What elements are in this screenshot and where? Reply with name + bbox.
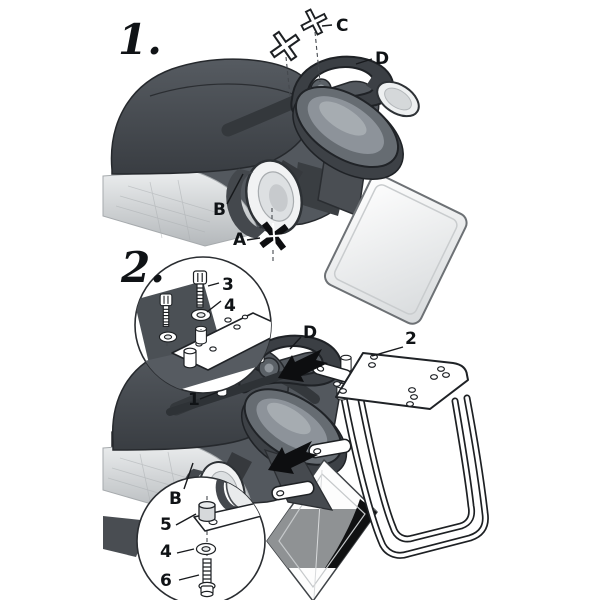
label-a: A — [233, 230, 247, 250]
label-part4-lower: 4 — [160, 542, 172, 562]
leader-d2 — [289, 336, 302, 350]
leader-3 — [207, 282, 220, 287]
license-plate — [323, 174, 468, 325]
front-left-turn-signal — [226, 159, 303, 239]
leader-b2 — [183, 462, 194, 490]
washer-4-icon — [195, 542, 217, 556]
tail-light — [292, 85, 404, 180]
step2-number: 2. — [120, 243, 165, 292]
leader-4-upper — [206, 300, 222, 313]
alignment-dashes-c — [314, 31, 321, 83]
washer-4-icon — [158, 331, 178, 343]
label-part1: 1 — [188, 390, 200, 410]
step2-illustration: 3 4 — [102, 243, 489, 600]
seat-seam — [149, 83, 299, 97]
screw-marker-top-icon — [269, 30, 301, 62]
screw-marker-c-icon — [299, 7, 329, 37]
leader-6 — [178, 574, 200, 581]
rack-tube-frame — [340, 394, 489, 559]
spacer-post — [183, 347, 197, 369]
detail-view-top: 3 4 — [134, 256, 272, 394]
panel-grid-texture — [115, 179, 216, 241]
label-b1: B — [213, 200, 226, 220]
leader-1 — [199, 391, 219, 400]
leader-b1 — [226, 173, 244, 205]
label-part5: 5 — [160, 515, 172, 535]
label-part4-upper: 4 — [224, 296, 236, 316]
label-part3: 3 — [222, 275, 234, 295]
label-part6: 6 — [160, 571, 172, 591]
leader-a — [246, 237, 261, 241]
fitting-bar-part1 — [166, 369, 292, 416]
rack-mounting-strap — [271, 480, 315, 501]
screw-marker-a-icon — [258, 220, 290, 252]
leader-2 — [371, 346, 404, 357]
leader-c — [321, 24, 333, 27]
step1-illustration: 1. C D B A — [102, 7, 468, 325]
leader-4-lower — [176, 548, 195, 554]
label-d1: D — [375, 49, 389, 69]
leader-5 — [175, 513, 197, 526]
spacer-post — [195, 325, 207, 345]
step1-number: 1. — [118, 15, 162, 64]
label-c: C — [336, 16, 348, 36]
bolt-6-icon — [198, 558, 216, 598]
rear-right-turn-signal — [366, 75, 420, 118]
label-part2: 2 — [405, 329, 417, 349]
motorcycle-rear-step1 — [102, 57, 468, 325]
rack-mounting-strap — [308, 438, 352, 459]
alignment-dashes-a — [271, 208, 274, 263]
leader-d1 — [355, 58, 373, 65]
label-b2: B — [169, 489, 182, 509]
label-d2: D — [303, 323, 317, 343]
spacer-5-icon — [198, 500, 216, 523]
